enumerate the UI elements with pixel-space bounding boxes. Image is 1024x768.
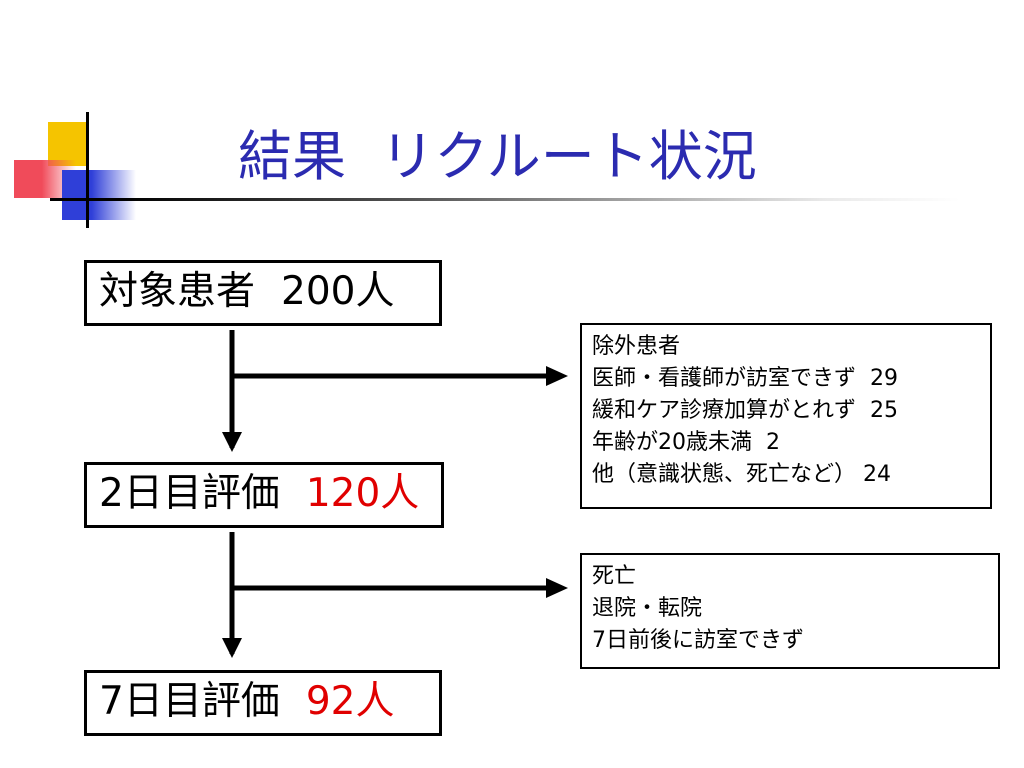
title-part-2: リクルート状況 [380,125,757,188]
arrowhead-down-1 [222,432,242,452]
stage-box-target-patients: 対象患者 200人 [84,260,442,326]
stage-box-day7-evaluation: 7日目評価 92人 [84,670,442,736]
title-underline [50,198,960,201]
excluded-item: 年齢が20歳未満 2 [592,430,780,455]
stage-label: 2日目評価 [99,471,280,516]
vertical-line-decoration [86,112,89,228]
dropout-item: 7日前後に訪室できず [592,628,804,653]
dropout-reasons-box: 死亡 退院・転院 7日前後に訪室できず [580,553,1000,669]
dropout-item: 死亡 [592,564,637,589]
excluded-item: 医師・看護師が訪室できず 29 [592,366,899,391]
excluded-item: 緩和ケア診療加算がとれず 25 [592,398,899,423]
excluded-heading: 除外患者 [592,334,681,359]
blue-gradient-decoration [62,170,136,220]
stage-label: 対象患者 [99,269,256,314]
stage-count: 120人 [305,471,420,516]
arrowhead-right-2 [546,578,568,598]
dropout-item: 退院・転院 [592,596,703,621]
stage-count: 92人 [305,679,395,724]
stage-label: 7日目評価 [99,679,280,724]
stage-box-day2-evaluation: 2日目評価 120人 [84,462,444,528]
yellow-square-decoration [48,122,88,166]
arrowhead-down-2 [222,638,242,658]
arrowhead-right-1 [546,366,568,386]
excluded-item: 他（意識状態、死亡など） 24 [592,462,892,487]
stage-count: 200人 [281,269,395,314]
excluded-patients-box: 除外患者 医師・看護師が訪室できず 29 緩和ケア診療加算がとれず 25 年齢が… [580,323,992,509]
slide-title: 結果 リクルート状況 [238,122,757,192]
title-part-1: 結果 [238,125,346,188]
